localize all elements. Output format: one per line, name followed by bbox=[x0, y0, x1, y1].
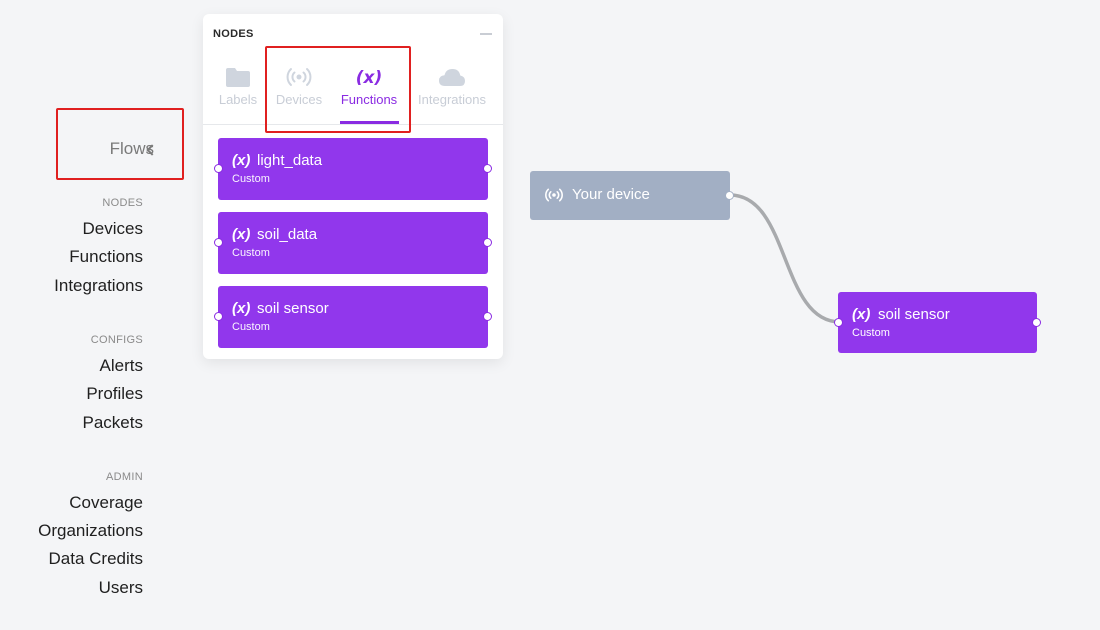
section-title-configs: CONFIGS bbox=[90, 334, 143, 346]
function-node-soil-sensor[interactable]: (x) soil sensor Custom bbox=[214, 286, 492, 348]
input-port[interactable] bbox=[214, 312, 223, 321]
function-node-soil-data[interactable]: (x) soil_data Custom bbox=[214, 212, 492, 274]
function-type: Custom bbox=[852, 327, 890, 339]
sidebar-item-functions[interactable]: Functions bbox=[69, 247, 143, 266]
tab-devices[interactable]: Devices bbox=[269, 60, 329, 126]
active-tab-indicator bbox=[340, 121, 399, 124]
output-port[interactable] bbox=[725, 191, 734, 200]
tab-labels[interactable]: Labels bbox=[209, 60, 267, 126]
tab-label-integrations: Integrations bbox=[418, 92, 486, 107]
output-port[interactable] bbox=[483, 164, 492, 173]
svg-text:(x): (x) bbox=[356, 68, 383, 88]
function-name: soil_data bbox=[257, 226, 318, 243]
canvas-function-node-soil-sensor[interactable]: (x) soil sensor Custom bbox=[834, 292, 1041, 353]
function-node-light-data[interactable]: (x) light_data Custom bbox=[214, 138, 492, 200]
sidebar-item-devices[interactable]: Devices bbox=[82, 219, 143, 238]
input-port[interactable] bbox=[214, 238, 223, 247]
tab-functions[interactable]: (x) Functions bbox=[336, 60, 402, 126]
function-icon: (x) bbox=[232, 226, 251, 243]
section-title-admin: ADMIN bbox=[106, 471, 143, 483]
function-name: soil sensor bbox=[878, 306, 950, 323]
function-type: Custom bbox=[232, 173, 270, 185]
minimize-icon[interactable] bbox=[480, 33, 492, 35]
output-port[interactable] bbox=[483, 238, 492, 247]
device-node-your-device[interactable]: Your device bbox=[530, 171, 734, 220]
tab-divider bbox=[203, 124, 503, 125]
tab-label-devices: Devices bbox=[275, 92, 323, 107]
function-name: light_data bbox=[257, 152, 323, 169]
sidebar: Flows NODES Devices Functions Integratio… bbox=[0, 0, 184, 630]
function-icon: (x) bbox=[852, 306, 871, 323]
output-port[interactable] bbox=[483, 312, 492, 321]
tab-label-functions: Functions bbox=[340, 92, 398, 107]
function-name: soil sensor bbox=[257, 300, 329, 317]
sidebar-item-data-credits[interactable]: Data Credits bbox=[48, 549, 143, 568]
section-title-nodes: NODES bbox=[102, 197, 143, 209]
sidebar-item-coverage[interactable]: Coverage bbox=[69, 493, 143, 512]
cloud-icon bbox=[438, 66, 466, 93]
flows-label: Flows bbox=[109, 139, 154, 158]
folder-icon bbox=[225, 66, 251, 93]
panel-title: NODES bbox=[213, 28, 254, 40]
function-icon: (x) bbox=[232, 300, 251, 317]
sidebar-item-profiles[interactable]: Profiles bbox=[86, 384, 143, 403]
function-icon: (x) bbox=[355, 66, 383, 93]
function-type: Custom bbox=[232, 321, 270, 333]
input-port[interactable] bbox=[214, 164, 223, 173]
input-port[interactable] bbox=[834, 318, 843, 327]
output-port[interactable] bbox=[1032, 318, 1041, 327]
function-type: Custom bbox=[232, 247, 270, 259]
broadcast-icon bbox=[285, 66, 313, 93]
broadcast-icon bbox=[544, 187, 564, 208]
tab-label-labels: Labels bbox=[218, 92, 258, 107]
sidebar-item-users[interactable]: Users bbox=[98, 578, 143, 597]
device-name: Your device bbox=[572, 186, 650, 203]
sidebar-item-organizations[interactable]: Organizations bbox=[38, 521, 143, 540]
flows-toggle-button[interactable]: Flows bbox=[56, 108, 184, 180]
sidebar-item-alerts[interactable]: Alerts bbox=[99, 356, 143, 375]
nodes-panel: NODES Labels Devices (x) Functions Integ… bbox=[203, 14, 503, 359]
sidebar-item-packets[interactable]: Packets bbox=[82, 413, 143, 432]
tab-integrations[interactable]: Integrations bbox=[411, 60, 493, 126]
function-icon: (x) bbox=[232, 152, 251, 169]
sidebar-item-integrations[interactable]: Integrations bbox=[54, 276, 143, 295]
tabs-highlight-box bbox=[265, 46, 411, 133]
